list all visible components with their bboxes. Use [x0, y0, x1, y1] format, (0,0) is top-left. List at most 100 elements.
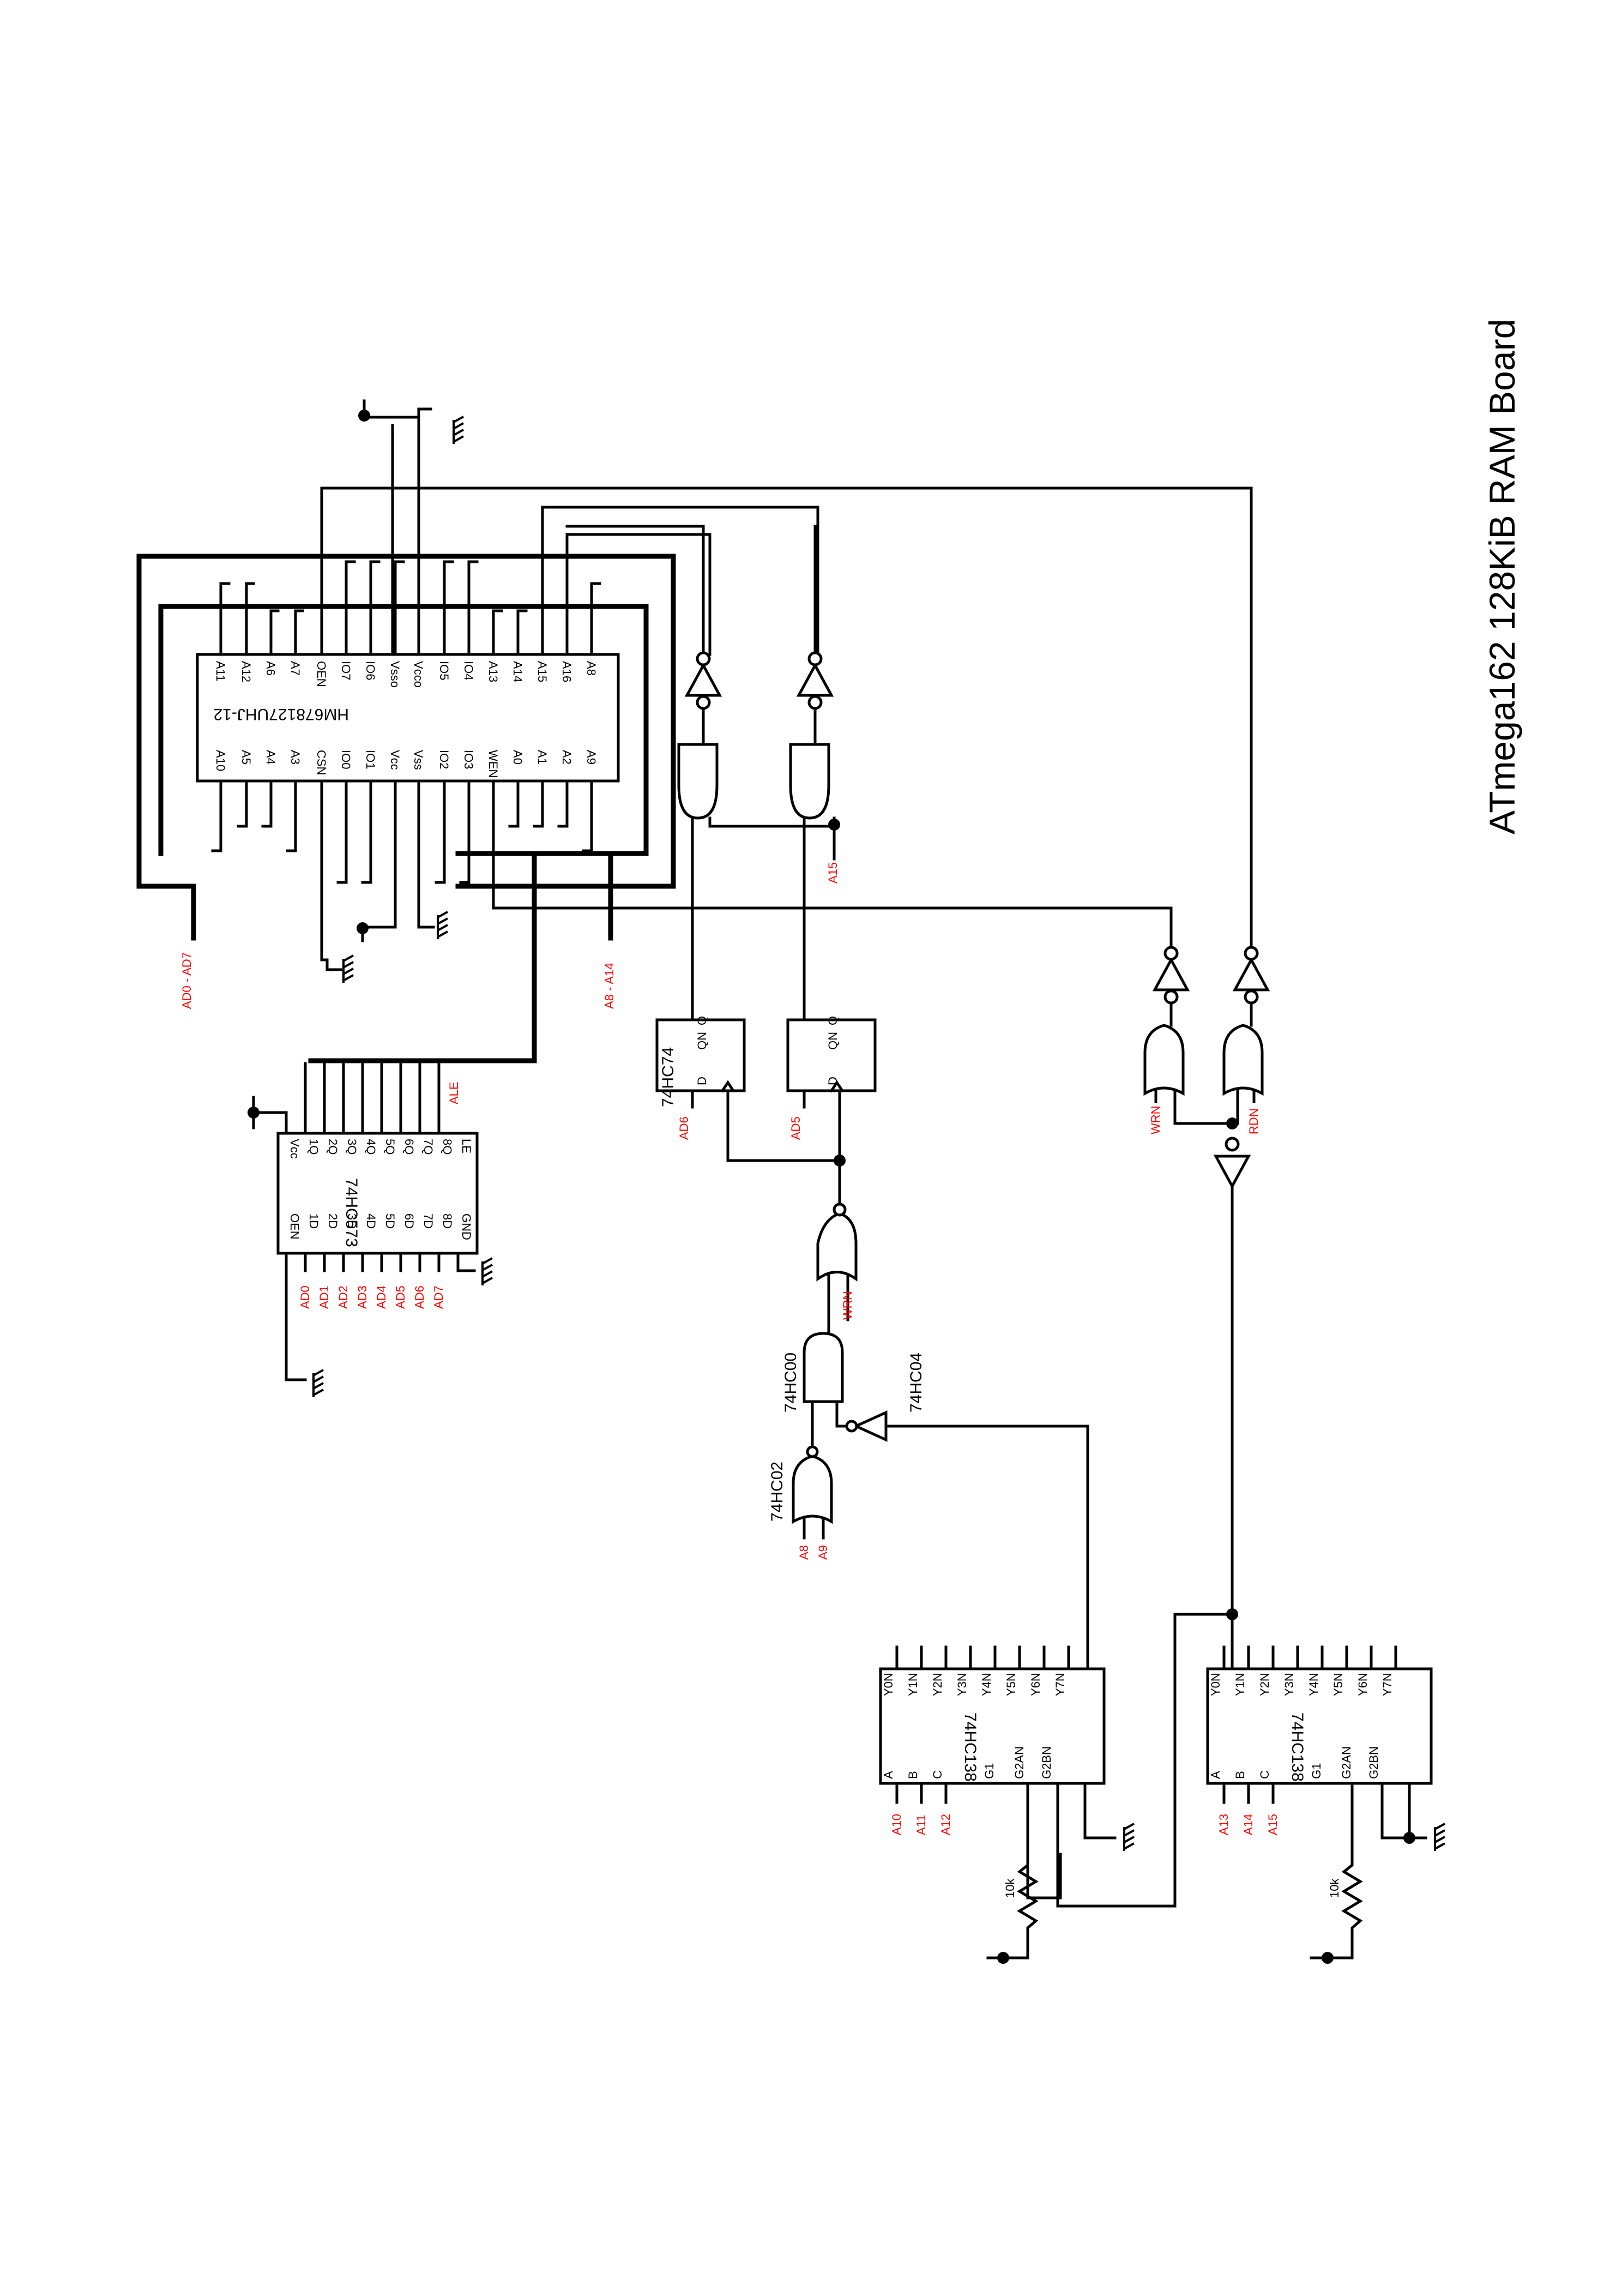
decoder-pin-label: B	[1233, 1771, 1247, 1779]
ram-pin-label: OEN	[315, 661, 328, 687]
decoder-input-net: A11	[914, 1814, 928, 1835]
decoder-pin-label: Y7N	[1380, 1673, 1394, 1696]
latch-pin-label: 5Q	[383, 1139, 397, 1155]
nor-74hc02: 74HC02	[768, 1445, 833, 1540]
latch-input-net: AD1	[317, 1285, 331, 1309]
right-or-gates	[1143, 1024, 1264, 1610]
decoder-pin-label: C	[931, 1770, 944, 1779]
decoder-1: 74HC138	[879, 1667, 1106, 1785]
wrn-nand-label: WRN	[841, 1291, 854, 1320]
ram-pin-label: A8	[584, 661, 598, 676]
latch-pin-label: 4D	[364, 1213, 378, 1229]
board-title: ATmega162 128KiB RAM Board	[1482, 319, 1522, 834]
latch-input-net: AD4	[375, 1285, 388, 1309]
nor-in-a9: A9	[816, 1545, 830, 1560]
decoder-input-net: A13	[1217, 1814, 1231, 1835]
inverter-part-name: 74HC04	[907, 1353, 925, 1413]
decoder-pin-label: A	[1209, 1771, 1222, 1779]
ram-pin-label: A5	[239, 750, 253, 765]
svg-text:Q: Q	[826, 1016, 840, 1025]
decoder-pin-label: Y1N	[906, 1673, 920, 1696]
decoder-pin-label: G1	[982, 1763, 996, 1779]
nand-top-1	[677, 743, 719, 820]
rdn-or-label: RDN	[1247, 1108, 1261, 1134]
decoder-pin-label: Y3N	[1282, 1673, 1296, 1696]
decoder-pin-label: G2BN	[1367, 1746, 1380, 1779]
res2-value: 10k	[1328, 1878, 1341, 1898]
decoder-input-net: A15	[1266, 1814, 1280, 1835]
ram-pin-label: Vss	[412, 750, 425, 770]
address-bus-frame	[136, 554, 676, 889]
nand-74hc00: 74HC00	[782, 1332, 849, 1450]
nand-part-name: 74HC00	[782, 1353, 800, 1413]
ram-pin-label: A15	[535, 661, 549, 682]
latch-pin-label: OEN	[288, 1213, 302, 1240]
latch-wiring	[248, 851, 537, 1381]
bus-ad-label: AD0 - AD7	[180, 952, 194, 1009]
latch-pin-label: LE	[460, 1139, 473, 1153]
ram-pin-label: A13	[486, 661, 500, 682]
dff-1: Q QN D 74HC74	[655, 1016, 746, 1107]
latch-input-net: AD6	[413, 1285, 426, 1309]
decoder-wiring	[986, 1608, 1427, 1964]
svg-text:D: D	[695, 1077, 709, 1085]
ram-pin-label: IO0	[339, 750, 353, 769]
ram-pin-label: IO4	[462, 661, 475, 680]
decoder-pin-label: Y3N	[955, 1673, 969, 1696]
ram-pin-label: WEN	[486, 750, 500, 778]
ram-pin-label: IO3	[462, 750, 475, 769]
ram-pin-label: A2	[560, 750, 574, 765]
decoder1-part-name: 74HC138	[961, 1712, 979, 1782]
latch-input-net: AD2	[336, 1285, 350, 1309]
ram-wiring	[191, 399, 1253, 971]
decoder-pin-label: C	[1258, 1770, 1271, 1779]
latch-part-name: 74HC573	[342, 1178, 360, 1247]
decoder-input-net: A10	[890, 1814, 903, 1835]
ram-pin-label: IO5	[437, 661, 451, 680]
decoder-pin-label: Y5N	[1004, 1673, 1018, 1696]
decoder-pin-label: Y5N	[1331, 1673, 1345, 1696]
ram-pin-label: A1	[535, 750, 549, 765]
ram-pin-label: A4	[264, 750, 278, 765]
decoder-2: 74HC138	[1206, 1667, 1433, 1785]
decoder-pin-label: Y0N	[1209, 1673, 1222, 1696]
nor-part-name: 74HC02	[768, 1462, 786, 1522]
latch-input-net: AD7	[432, 1285, 445, 1309]
latch-input-net: AD0	[298, 1285, 312, 1309]
ram-pin-label: Vcc	[388, 750, 402, 770]
latch-pin-label: 1D	[307, 1213, 321, 1229]
latch-pin-label: 2Q	[326, 1139, 340, 1155]
svg-text:QN: QN	[826, 1032, 840, 1050]
ram-pin-label: A14	[511, 661, 524, 682]
bus-a-label: A8 - A14	[602, 963, 616, 1009]
res1-value: 10k	[1003, 1878, 1017, 1898]
ram-pin-label: IO6	[364, 661, 377, 680]
latch-pin-label: 4Q	[364, 1139, 378, 1155]
decoder-pin-label: Y1N	[1233, 1673, 1247, 1696]
decoder-pin-label: G2BN	[1040, 1746, 1053, 1779]
dff-wiring	[691, 1089, 846, 1210]
decoder-pin-label: Y6N	[1356, 1673, 1370, 1696]
dff-part-name: 74HC74	[659, 1047, 677, 1107]
ram-pin-label: A3	[288, 750, 302, 765]
ram-pin-label: Vcco	[412, 661, 425, 688]
ram-pin-label: CSN	[315, 750, 328, 775]
latch-pin-label: 8Q	[441, 1139, 454, 1155]
svg-text:QN: QN	[695, 1032, 709, 1050]
latch-pin-label: 3Q	[345, 1139, 359, 1155]
latch-pin-label: 5D	[383, 1213, 397, 1229]
right-inverters	[1152, 946, 1270, 1027]
ff1-d-label: AD6	[677, 1116, 691, 1140]
decoder-pin-label: G2AN	[1012, 1746, 1026, 1779]
decoder-pin-label: Y0N	[882, 1673, 895, 1696]
wrn-or-label: WRN	[1149, 1105, 1162, 1134]
